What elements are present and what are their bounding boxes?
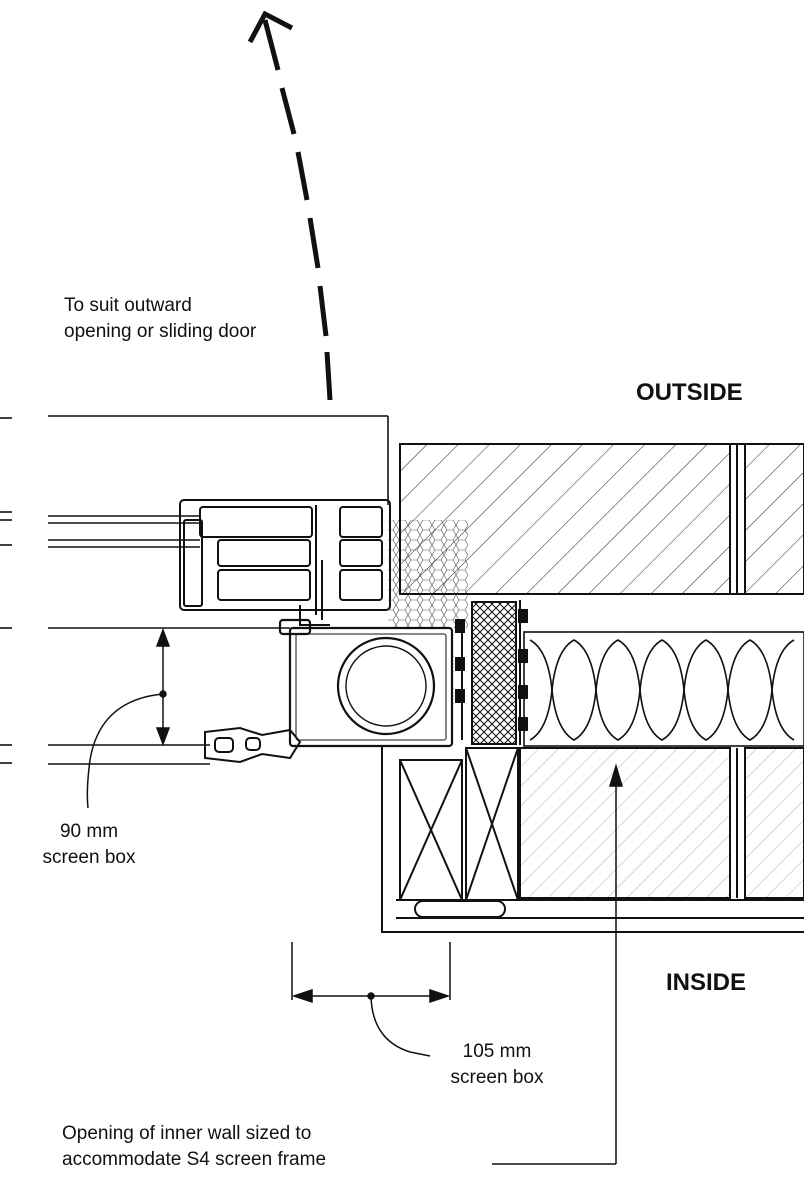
inner-wall (381, 746, 804, 933)
box90-line2: screen box (42, 847, 136, 868)
inner-wall-note-line2: accommodate S4 screen frame (62, 1149, 327, 1170)
inner-wall-note-line1: Opening of inner wall sized to (62, 1123, 312, 1144)
door-leaf-lines (0, 415, 389, 765)
inside-label: INSIDE (666, 969, 747, 996)
door-note-line2: opening or sliding door (64, 321, 257, 342)
screen-box (278, 618, 454, 748)
door-frame-profile (179, 499, 391, 626)
inner-wall-leader (492, 763, 624, 1165)
box105-line2: screen box (450, 1067, 544, 1088)
batt-insulation (523, 631, 804, 747)
box105-line1: 105 mm (462, 1041, 532, 1062)
opening-arrow (247, 10, 333, 401)
box90-line1: 90 mm (59, 821, 119, 842)
dimension-105 (291, 942, 451, 1057)
cavity-batten (455, 600, 528, 745)
outer-wall (399, 443, 804, 595)
door-note-line1: To suit outward (64, 295, 192, 316)
bottom-rail-profile (204, 726, 302, 764)
dimension-90 (86, 627, 171, 809)
outside-label: OUTSIDE (636, 379, 743, 406)
